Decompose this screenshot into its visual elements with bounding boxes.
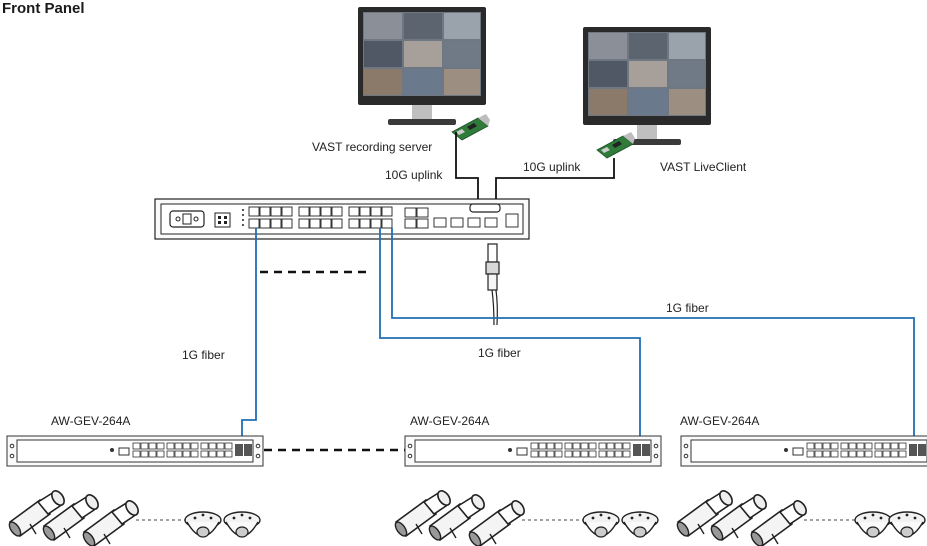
camera-group-right bbox=[674, 487, 926, 546]
edge-switch-middle-icon bbox=[404, 435, 662, 467]
liveclient-nic-icon bbox=[596, 131, 636, 159]
edge-switch-left-icon bbox=[6, 435, 264, 467]
recording-server-nic-icon bbox=[451, 113, 491, 141]
fiber-middle-label: 1G fiber bbox=[478, 346, 521, 360]
fiber-links bbox=[241, 228, 915, 437]
edge-switch-right-icon bbox=[680, 435, 927, 467]
core-switch-icon bbox=[154, 198, 530, 240]
recording-server-label: VAST recording server bbox=[312, 140, 433, 154]
fiber-left-label: 1G fiber bbox=[182, 348, 225, 362]
edge-switch-left-label: AW-GEV-264A bbox=[51, 414, 131, 428]
dome-camera-icon bbox=[888, 511, 926, 538]
camera-group-middle bbox=[392, 487, 659, 546]
uplink-right-label: 10G uplink bbox=[523, 160, 581, 174]
recording-server-monitor-icon bbox=[358, 7, 486, 125]
fiber-transceiver-icon bbox=[485, 243, 500, 326]
dome-camera-icon bbox=[223, 511, 261, 538]
camera-group-left bbox=[6, 487, 261, 546]
dome-camera-icon bbox=[854, 511, 892, 538]
edge-switch-middle-label: AW-GEV-264A bbox=[410, 414, 490, 428]
page-title: Front Panel bbox=[2, 0, 85, 17]
liveclient-label: VAST LiveClient bbox=[660, 160, 747, 174]
uplink-left-label: 10G uplink bbox=[385, 168, 443, 182]
edge-switch-right-label: AW-GEV-264A bbox=[680, 414, 760, 428]
dome-camera-icon bbox=[582, 511, 620, 538]
liveclient-monitor-icon bbox=[583, 27, 711, 145]
uplink-cables bbox=[455, 132, 615, 208]
dome-camera-icon bbox=[621, 511, 659, 538]
fiber-right-label: 1G fiber bbox=[666, 301, 709, 315]
dome-camera-icon bbox=[184, 511, 222, 538]
